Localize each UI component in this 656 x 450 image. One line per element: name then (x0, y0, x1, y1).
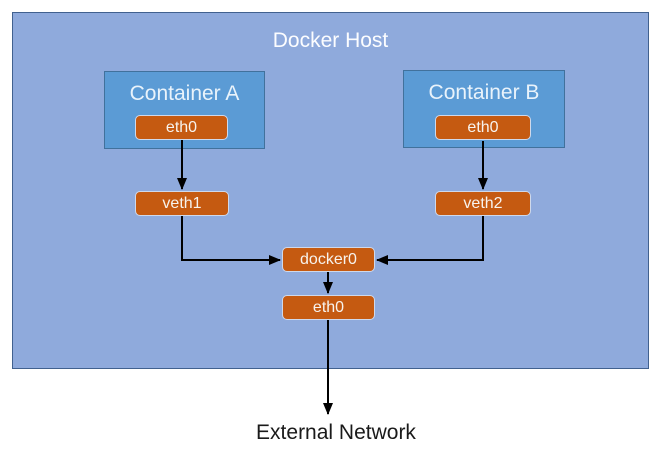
node-veth1: veth1 (135, 191, 229, 216)
node-eth0-host: eth0 (282, 295, 375, 320)
container-b-label: Container B (428, 81, 540, 104)
container-a-label: Container A (129, 82, 240, 105)
node-veth2: veth2 (435, 191, 531, 216)
node-eth0-container-a: eth0 (135, 115, 228, 140)
external-network-label: External Network (256, 421, 416, 444)
node-docker0: docker0 (282, 247, 375, 272)
node-veth1-label: veth1 (162, 194, 202, 212)
node-docker0-label: docker0 (300, 250, 357, 268)
node-eth0-container-a-label: eth0 (165, 118, 198, 136)
docker-host-label: Docker Host (272, 29, 389, 52)
node-veth2-label: veth2 (463, 194, 503, 212)
node-eth0-container-b: eth0 (435, 115, 531, 140)
node-eth0-container-b-label: eth0 (467, 118, 499, 136)
node-eth0-host-label: eth0 (312, 298, 345, 316)
